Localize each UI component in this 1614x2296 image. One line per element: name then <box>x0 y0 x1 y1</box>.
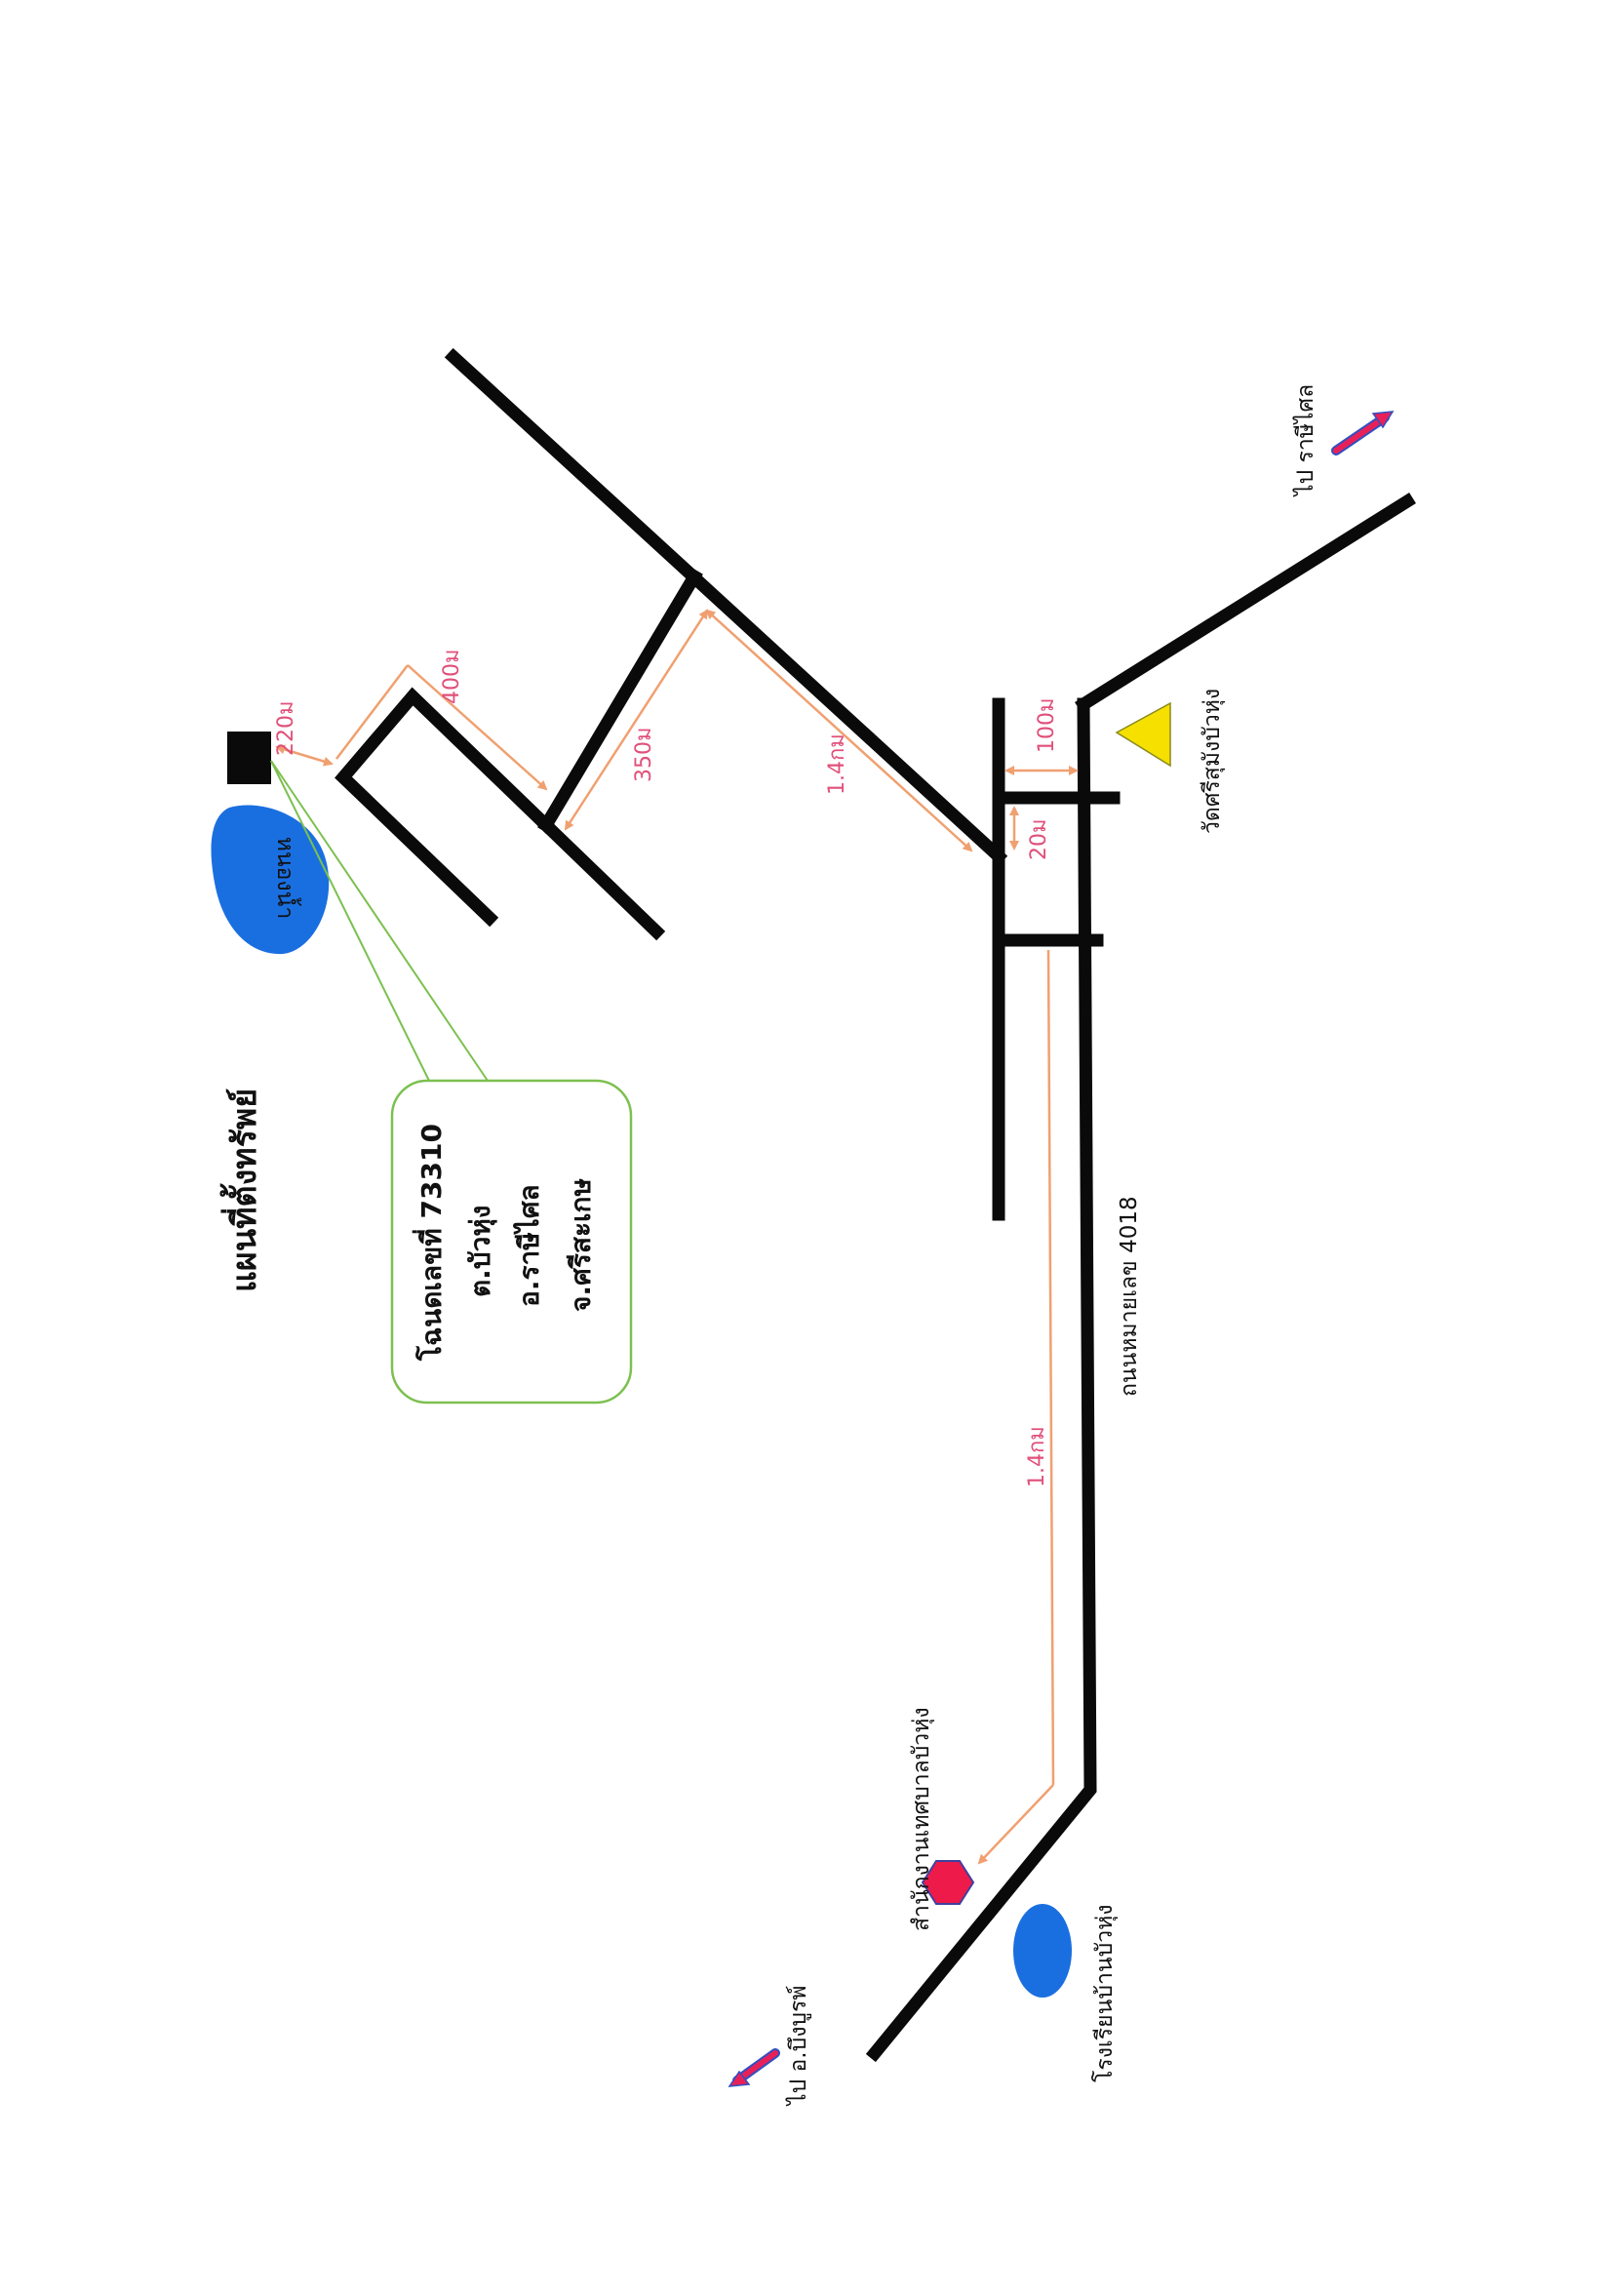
direction-rasi-salai: ไป ราษีไศล <box>1292 384 1395 497</box>
school: โรงเรียนบ้านบัวหุ่ง <box>1013 1904 1118 2082</box>
lower-branch-road <box>536 815 666 941</box>
dim-1-4-lower: 1.4กม <box>1025 1426 1049 1487</box>
office-label: สำนักงานเทศบาลบัวหุ่ง <box>909 1707 934 1931</box>
municipal-office: สำนักงานเทศบาลบัวหุ่ง <box>909 1707 975 1931</box>
highway-4018 <box>865 697 1097 2063</box>
road-name-label: ถนนหมายเลข 4018 <box>1117 1196 1142 1397</box>
office-icon <box>921 1860 975 1905</box>
road-to-rasi-salai <box>1075 493 1416 713</box>
direction-rasi-salai-label: ไป ราษีไศล <box>1292 384 1319 497</box>
connector-road <box>537 568 703 834</box>
info-line-deed: โฉนดเลขที่ 73310 <box>412 1124 448 1362</box>
map-title: แผนที่ตั้งทรัพย์ <box>219 1089 264 1292</box>
temple-icon <box>1115 701 1171 768</box>
property-marker <box>227 732 271 784</box>
dimensions: 220ม 400ม 350ม 1.4กม 100ม 20ม 1.4กม <box>274 609 1079 1865</box>
info-line-province: จ.ศรีสะเกษ <box>565 1178 597 1312</box>
dim-400: 400ม <box>440 650 464 705</box>
direction-bueng-bun-label: ไป อ.บึงบูรพ์ <box>785 1985 811 2107</box>
arrow-down-left-icon <box>728 2070 751 2087</box>
property-info-box: โฉนดเลขที่ 73310 ต.บัวหุ่ง อ.ราษีไศล จ.ศ… <box>270 760 633 1405</box>
info-line-district: อ.ราษีไศล <box>513 1184 545 1307</box>
dim-1-4-upper: 1.4กม <box>825 733 849 795</box>
hook-road <box>335 687 556 928</box>
info-line-subdistrict: ต.บัวหุ่ง <box>464 1206 497 1297</box>
school-icon <box>1013 1904 1072 1998</box>
pond: หนองน้ำ <box>211 805 330 955</box>
dim-350: 350ม <box>632 728 656 783</box>
pond-label: หนองน้ำ <box>272 837 301 920</box>
direction-bueng-bun: ไป อ.บึงบูรพ์ <box>728 1985 811 2107</box>
school-label: โรงเรียนบ้านบัวหุ่ง <box>1091 1905 1118 2083</box>
temple-label: วัดศรีสุมังบัวหุ่ง <box>1200 689 1225 834</box>
temple: วัดศรีสุมังบัวหุ่ง <box>1115 689 1225 834</box>
dim-220: 220ม <box>274 701 298 757</box>
diagonal-road <box>444 347 1008 866</box>
dim-100: 100ม <box>1035 698 1059 754</box>
dim-20: 20ม <box>1027 819 1051 861</box>
arrow-up-right-icon <box>1371 411 1395 429</box>
